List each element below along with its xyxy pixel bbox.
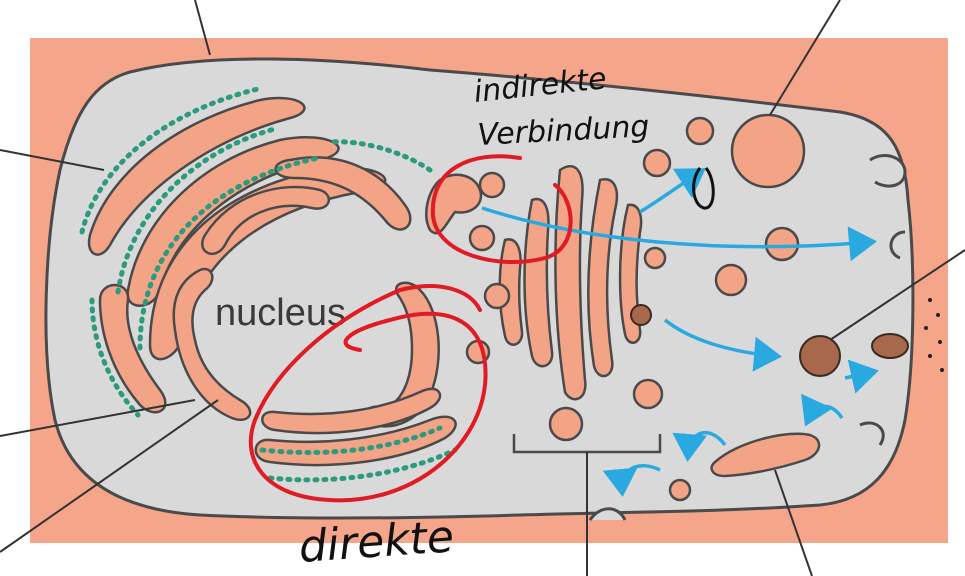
membrane-notches (588, 154, 907, 521)
vesicles (465, 113, 806, 502)
secretory-granules (630, 304, 909, 377)
handwritten-direkte: direkte (297, 511, 455, 573)
nucleus-label: nucleus (215, 292, 346, 334)
mitochondrion (710, 432, 821, 478)
handwritten-oval-mark (692, 167, 715, 210)
transport-arrows (481, 168, 879, 497)
red-circle-annotations (248, 154, 573, 503)
exocytosis-dots (924, 298, 944, 372)
ribosomes (79, 85, 458, 483)
